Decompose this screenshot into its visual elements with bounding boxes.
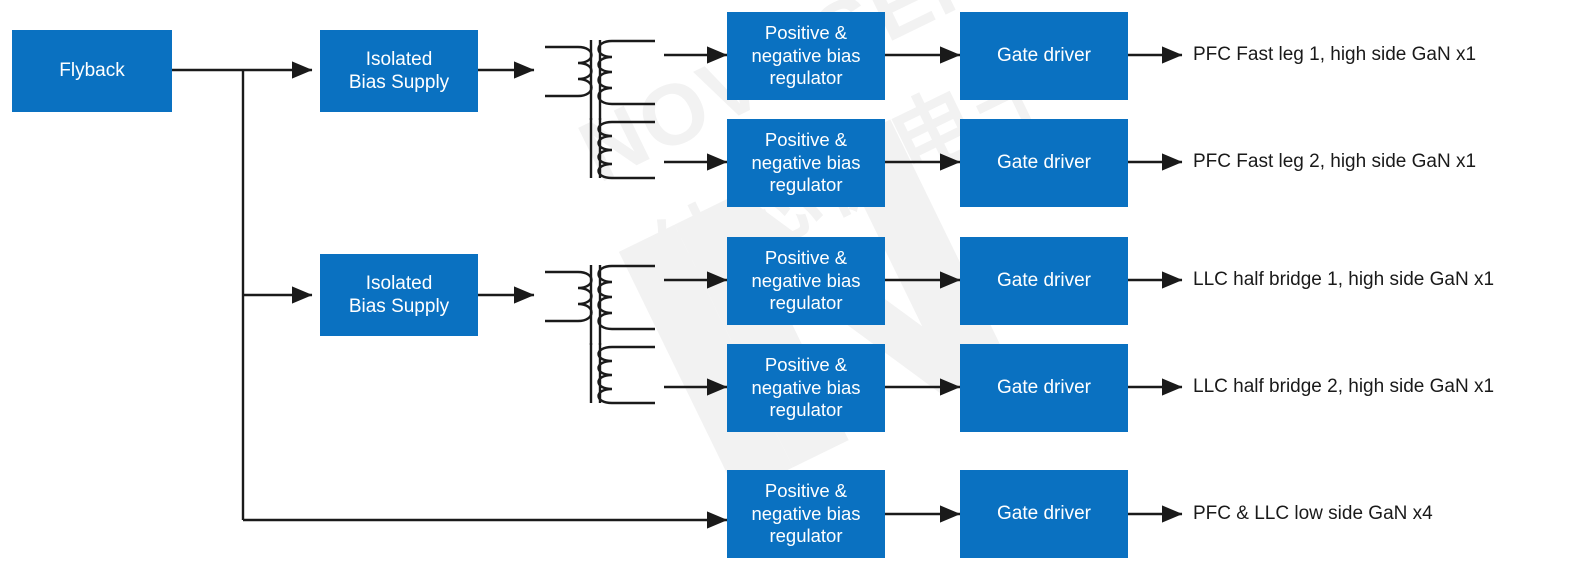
block-bias-regulator-llc-half-bridge-2[interactable]: Positive & negative bias regulator [727,344,885,432]
block-flyback[interactable]: Flyback [12,30,172,112]
gate-driver-label: Gate driver [997,503,1091,525]
gate-driver-label: Gate driver [997,152,1091,174]
bias-regulator-line-2: negative bias [751,376,861,398]
block-bias-regulator-pfc-llc-low-side[interactable]: Positive & negative bias regulator [727,470,885,558]
block-isolated-bias-supply-1[interactable]: Isolated Bias Supply [320,30,478,112]
gate-driver-label: Gate driver [997,270,1091,292]
output-label-pfc-fast-leg-2: PFC Fast leg 2, high side GaN x1 [1193,151,1477,172]
gate-driver-label: Gate driver [997,45,1091,67]
block-gate-driver-pfc-fast-leg-2[interactable]: Gate driver [960,119,1128,207]
gate-driver-label: Gate driver [997,377,1091,399]
bias-regulator-line-1: Positive & [764,354,848,376]
bias-regulator-line-3: regulator [769,174,843,196]
block-bias-regulator-llc-half-bridge-1[interactable]: Positive & negative bias regulator [727,237,885,325]
block-isolated-bias-supply-2-line1: Isolated [365,272,433,294]
bias-regulator-line-3: regulator [769,399,843,421]
bias-regulator-line-3: regulator [769,525,843,547]
block-bias-regulator-pfc-fast-leg-1[interactable]: Positive & negative bias regulator [727,12,885,100]
bias-regulator-line-1: Positive & [764,247,848,269]
output-label-llc-half-bridge-1: LLC half bridge 1, high side GaN x1 [1193,269,1495,290]
output-label-llc-half-bridge-2: LLC half bridge 2, high side GaN x1 [1193,376,1495,397]
bias-regulator-line-1: Positive & [764,480,848,502]
block-isolated-bias-supply-2-line2: Bias Supply [348,296,450,317]
block-isolated-bias-supply-2[interactable]: Isolated Bias Supply [320,254,478,336]
block-bias-regulator-pfc-fast-leg-2[interactable]: Positive & negative bias regulator [727,119,885,207]
bias-regulator-line-1: Positive & [764,22,848,44]
bias-regulator-line-2: negative bias [751,269,861,291]
bias-regulator-line-2: negative bias [751,502,861,524]
block-gate-driver-llc-half-bridge-1[interactable]: Gate driver [960,237,1128,325]
bias-regulator-line-2: negative bias [751,151,861,173]
bias-regulator-line-3: regulator [769,292,843,314]
block-gate-driver-pfc-llc-low-side[interactable]: Gate driver [960,470,1128,558]
output-label-pfc-llc-low-side: PFC & LLC low side GaN x4 [1193,503,1433,524]
bias-regulator-line-3: regulator [769,67,843,89]
block-isolated-bias-supply-1-line1: Isolated [365,48,433,70]
output-label-pfc-fast-leg-1: PFC Fast leg 1, high side GaN x1 [1193,44,1477,65]
block-flyback-label: Flyback [59,60,125,82]
block-isolated-bias-supply-1-line2: Bias Supply [348,72,450,93]
bias-regulator-line-1: Positive & [764,129,848,151]
block-gate-driver-llc-half-bridge-2[interactable]: Gate driver [960,344,1128,432]
bias-regulator-line-2: negative bias [751,44,861,66]
block-gate-driver-pfc-fast-leg-1[interactable]: Gate driver [960,12,1128,100]
